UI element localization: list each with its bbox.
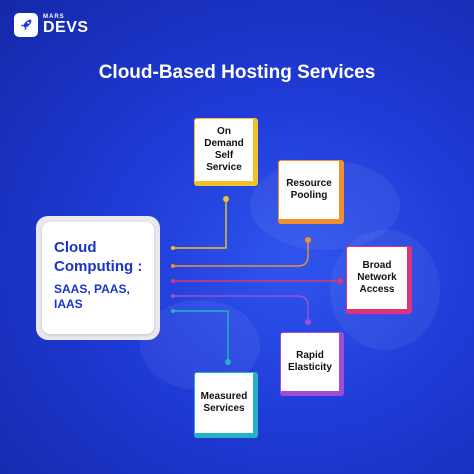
node-label-line: Demand (204, 138, 244, 149)
connector-dot-rapid-elasticity (305, 319, 311, 325)
logo-small-text: MARS (43, 14, 65, 20)
connector-rapid-elasticity (172, 295, 309, 322)
page-title: Cloud-Based Hosting Services (98, 62, 376, 83)
node-label-line: Access (359, 284, 395, 295)
logo-big-text: DEVS (43, 19, 89, 36)
connector-dot-broad-network (337, 278, 343, 284)
node-rapid-elasticity: Rapid Elasticity (280, 332, 344, 396)
connector-dot-measured-services (225, 359, 231, 365)
origin-dot (171, 246, 175, 250)
cloud-computing-box: Cloud Computing : SAAS, PAAS, IAAS (36, 216, 160, 340)
center-title-line1: Cloud (54, 239, 97, 256)
node-label-line: Resource (286, 178, 332, 189)
node-measured-services: Measured Services (194, 372, 258, 438)
connector-dot-on-demand (223, 196, 229, 202)
center-title-line2: Computing : (54, 258, 143, 275)
node-resource-pooling: Resource Pooling (278, 160, 344, 224)
node-label-line: Elasticity (288, 362, 332, 373)
node-label-line: Broad (362, 260, 392, 271)
connector-resource-pooling (172, 240, 309, 267)
node-broad-network-access: Broad Network Access (346, 246, 412, 314)
node-label-line: Service (206, 162, 242, 173)
connector-dot-resource-pooling (305, 237, 311, 243)
node-label-line: Rapid (296, 350, 324, 361)
center-sub-line1: SAAS, PAAS, (54, 282, 130, 296)
node-label-line: Self (214, 150, 234, 161)
node-on-demand-self-service: On Demand Self Service (194, 118, 258, 186)
node-label-line: Measured (200, 391, 248, 402)
connector-on-demand (172, 199, 227, 249)
node-label-line: Network (357, 272, 397, 283)
origin-dot (171, 264, 175, 268)
node-label-line: Services (203, 403, 245, 414)
mars-devs-logo: MARS DEVS (14, 13, 89, 37)
connector-measured-services (172, 310, 229, 362)
rocket-icon (14, 13, 38, 37)
node-label-line: On (217, 126, 231, 137)
origin-dot (171, 279, 175, 283)
center-sub-line2: IAAS (54, 297, 83, 311)
node-label-line: Pooling (290, 190, 328, 201)
origin-dot (171, 309, 175, 313)
origin-dot (171, 294, 175, 298)
